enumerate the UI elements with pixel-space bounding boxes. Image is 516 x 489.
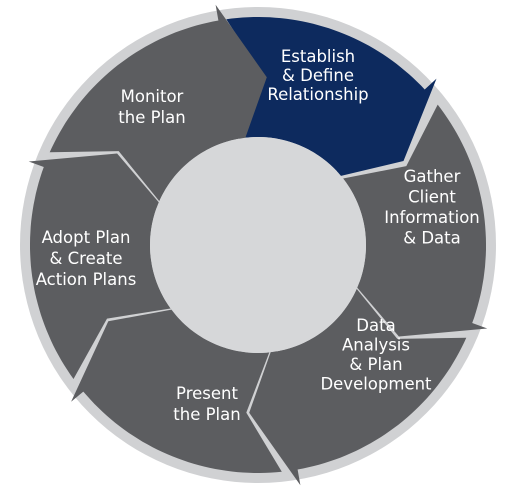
segment-label-line: the Plan: [173, 405, 240, 424]
segment-label-line: Monitor: [121, 87, 184, 106]
segment-label-line: & Create: [50, 249, 123, 268]
segment-label-line: Information: [384, 208, 480, 227]
segment-label-line: Analysis: [342, 336, 410, 355]
segment-label-line: & Plan: [349, 355, 402, 374]
segment-label-line: Adopt Plan: [42, 228, 131, 247]
segment-monitor: [49, 4, 267, 202]
segments-layer: [28, 4, 488, 486]
segment-establish: [226, 17, 437, 179]
segment-label-line: Data: [356, 316, 395, 335]
segment-label-line: the Plan: [118, 108, 185, 127]
segment-label-line: Client: [408, 188, 456, 207]
segment-label-line: & Define: [282, 66, 354, 85]
segment-label-line: Action Plans: [36, 270, 137, 289]
segment-label-line: Relationship: [267, 85, 368, 104]
segment-label-line: Establish: [281, 47, 355, 66]
segment-label-present: Present the Plan: [173, 384, 240, 424]
segment-adopt: [28, 153, 171, 379]
segment-label-line: Development: [320, 375, 432, 394]
segment-label-line: Gather: [404, 167, 461, 186]
segment-gather: [343, 104, 488, 337]
segment-label-line: Present: [176, 384, 238, 403]
center-hub: [150, 137, 366, 353]
segment-label-line: & Data: [403, 229, 461, 248]
segment-present: [71, 307, 282, 473]
segment-analysis: [249, 288, 467, 486]
segment-label-monitor: Monitor the Plan: [118, 87, 185, 127]
